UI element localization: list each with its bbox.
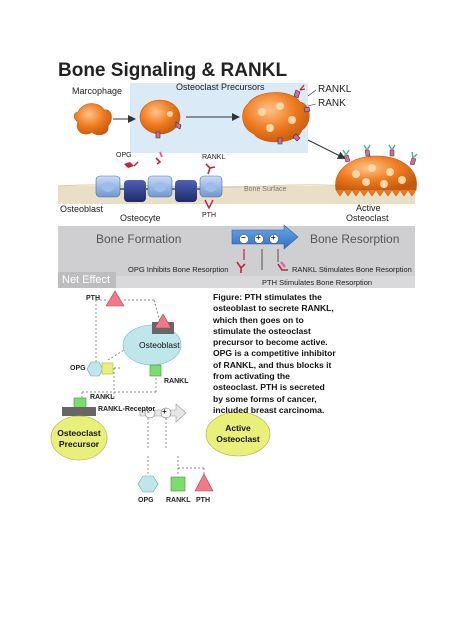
- bone-surface-band: [58, 186, 415, 204]
- caption-line: Figure: PTH stimulates the: [213, 292, 322, 302]
- arrow-sign-2: +: [256, 233, 261, 242]
- active-osteoclast-ellipse: [205, 411, 271, 457]
- arrow-sign-1: −: [241, 233, 246, 242]
- rankl-square-icon: [149, 364, 162, 377]
- bone-resorption-label: Bone Resorption: [310, 232, 400, 246]
- bottom-sign-2: +: [162, 407, 167, 416]
- caption-line: by some forms of cancer,: [213, 393, 317, 404]
- caption-line: precursor to become active.: [213, 337, 328, 348]
- rank-receptor-icon: [155, 121, 182, 139]
- caption-line: OPG is a competitive inhibitor: [213, 348, 336, 359]
- pth-label: PTH: [202, 212, 216, 219]
- rankl-receptor-block: [62, 407, 96, 416]
- precursors-label: Osteoclast Precursors: [176, 82, 265, 92]
- arrow-to-active-osteoclast: [307, 139, 346, 159]
- macrophage-cell: [73, 103, 112, 136]
- legend-rankl-text: RANKL Stimulates Bone Resorption: [292, 265, 412, 274]
- net-effect-arrow: [231, 224, 299, 250]
- active-osteoclast-cell: [335, 155, 417, 191]
- opg-icon: [124, 161, 139, 168]
- rankl-small-label: RANKL: [202, 154, 226, 161]
- multinucleated-precursor-cell: [242, 92, 310, 143]
- bone-formation-label: Bone Formation: [96, 232, 182, 246]
- rankl-bound-square-icon: [73, 397, 87, 409]
- rankl-label: RANKL: [318, 84, 352, 95]
- bottom-legend-opg: OPG: [138, 497, 154, 504]
- page-title: Bone Signaling & RANKL: [58, 60, 288, 81]
- active-osteoclast-receptors: [342, 144, 418, 166]
- opg-bound-square-icon: [101, 362, 114, 375]
- caption-line: stimulate the osteoclast: [213, 325, 311, 336]
- pth-bound-triangle-icon: [154, 313, 172, 329]
- rank-label: RANK: [318, 98, 346, 109]
- opg-hexagon-icon: [86, 361, 104, 377]
- bottom-rankl2-label: RANKL: [90, 394, 115, 401]
- active-osteoclast-label-1: Active: [356, 203, 381, 213]
- caption-line: included breast carcinoma.: [213, 404, 325, 415]
- legend-opg-icon: [236, 261, 246, 273]
- bottom-legend-rankl: RANKL: [166, 497, 191, 504]
- bottom-osteoblast-label: Osteoblast: [139, 340, 180, 350]
- figure-caption: Figure: PTH stimulates the osteoblast to…: [213, 292, 378, 416]
- caption-line: from activating the: [213, 371, 290, 382]
- net-effect-band: [58, 272, 116, 288]
- net-effect-label: Net Effect: [62, 274, 111, 286]
- bottom-opg-label: OPG: [70, 365, 86, 372]
- bottom-sign-1: -: [147, 407, 150, 416]
- opg-label: OPG: [116, 152, 132, 159]
- macrophage-label: Marcophage: [72, 86, 123, 96]
- sign-plus-1: [254, 234, 264, 244]
- legend-opg-text: OPG Inhibits Bone Resorption: [128, 265, 229, 274]
- bottom-legend-pth: PTH: [196, 497, 210, 504]
- pth-triangle-icon: [105, 290, 125, 307]
- legend-rankl-square-icon: [170, 476, 186, 492]
- sign-plus-2: [269, 234, 279, 244]
- arrow-sign-3: +: [271, 233, 276, 242]
- rankl-icon: [205, 163, 216, 175]
- bottom-rankl-label: RANKL: [164, 378, 189, 385]
- osteocyte-label: Osteocyte: [120, 213, 161, 223]
- precursor-cell: [139, 99, 181, 135]
- osteoclast-precursor-ellipse: [50, 415, 108, 461]
- osteocyte-dark-cell: [124, 180, 146, 202]
- precursor-label-1: Osteoclast: [57, 428, 101, 438]
- bottom-sign-minus: [144, 407, 156, 419]
- active-label-2: Osteoclast: [216, 434, 260, 444]
- rankl-receptor-label: RANKL-Receptor: [98, 406, 156, 413]
- pth-receptor-icon: [204, 199, 214, 210]
- legend-pth-triangle-icon: [194, 473, 214, 492]
- precursor-nucleus: [167, 111, 173, 117]
- caption-line: which then goes on to: [213, 314, 304, 325]
- caption-line: of RANKL, and thus blocks it: [213, 359, 332, 370]
- sign-minus: [239, 234, 249, 244]
- caption-line: osteoclast. PTH is secreted: [213, 382, 325, 393]
- active-osteoclast-label-2: Osteoclast: [346, 213, 389, 223]
- rankl-receptor-pair-icon: [277, 84, 311, 145]
- active-label-1: Active: [225, 423, 251, 433]
- osteoblast-label: Osteoblast: [60, 204, 104, 214]
- legend-opg-hexagon-icon: [137, 475, 159, 493]
- legend-rankl-icon: [277, 263, 288, 271]
- osteocyte-dark-cell-2: [175, 180, 197, 202]
- legend-pth-text: PTH Stimulates Bone Resorption: [262, 278, 373, 287]
- bone-surface-label: Bone Surface: [244, 186, 287, 193]
- precursor-label-2: Precursor: [58, 439, 100, 449]
- caption-line: osteoblast to secrete RANKL,: [213, 303, 334, 314]
- bottom-pth-label: PTH: [86, 295, 100, 302]
